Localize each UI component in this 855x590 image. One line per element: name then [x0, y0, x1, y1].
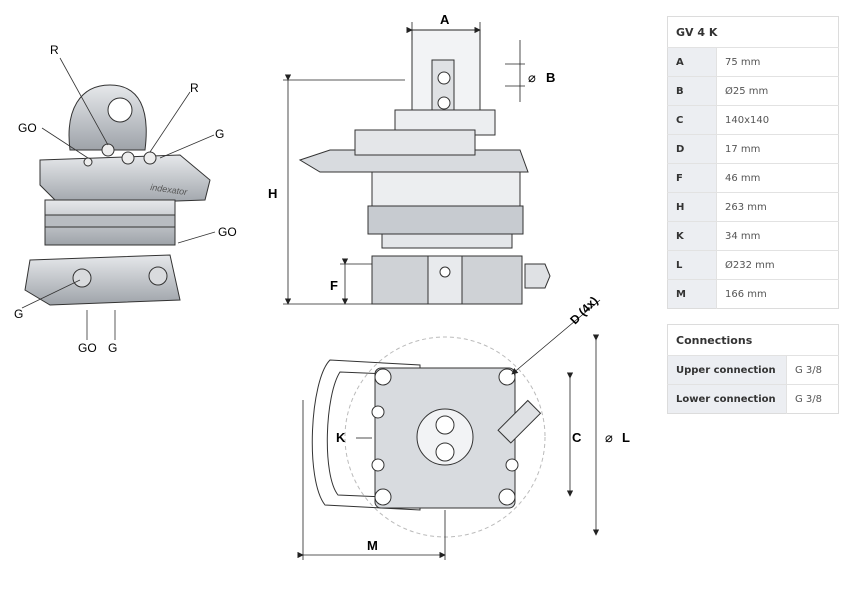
spec-key: L [667, 250, 717, 280]
technical-drawing: R R GO G GO G GO G indexator A ⌀ [14, 12, 630, 560]
label-go-bottom: GO [78, 341, 97, 355]
dim-c-label: C [572, 430, 582, 445]
spec-key: D [667, 134, 717, 164]
connections-title: Connections [667, 324, 839, 356]
connection-value: G 3/8 [786, 384, 839, 414]
dim-b-label: B [546, 70, 555, 85]
dim-a-label: A [440, 12, 450, 27]
dim-f-label: F [330, 278, 338, 293]
connection-key: Lower connection [667, 384, 787, 414]
label-r-right: R [190, 81, 199, 95]
spec-title: GV 4 K [667, 16, 839, 48]
spec-value: 17 mm [716, 134, 839, 164]
spec-key: M [667, 279, 717, 309]
side-view [298, 29, 551, 305]
label-g-top-right: G [215, 127, 224, 141]
isometric-view [24, 84, 211, 306]
isometric-leaders [21, 57, 216, 340]
spec-value: Ø232 mm [716, 250, 839, 280]
bottom-view [311, 336, 546, 538]
spec-value: 263 mm [716, 192, 839, 222]
connection-value: G 3/8 [786, 355, 839, 385]
label-go-right: GO [218, 225, 237, 239]
spec-value: 46 mm [716, 163, 839, 193]
spec-key: C [667, 105, 717, 135]
spec-key: B [667, 76, 717, 106]
spec-value: 34 mm [716, 221, 839, 251]
dim-l-label: L [622, 430, 630, 445]
dim-k-label: K [336, 430, 346, 445]
bottom-dimensions [297, 299, 601, 560]
label-g-left: G [14, 307, 23, 321]
label-go-top-left: GO [18, 121, 37, 135]
dim-m-label: M [367, 538, 378, 553]
spec-value: 166 mm [716, 279, 839, 309]
label-r-left: R [50, 43, 59, 57]
connection-key: Upper connection [667, 355, 787, 385]
dim-b-symbol: ⌀ [528, 70, 536, 85]
spec-key: H [667, 192, 717, 222]
spec-value: 140x140 [716, 105, 839, 135]
label-g-bottom: G [108, 341, 117, 355]
spec-value: 75 mm [716, 47, 839, 77]
dim-d-label: D (4x) [567, 294, 600, 327]
spec-key: K [667, 221, 717, 251]
spec-key: A [667, 47, 717, 77]
spec-value: Ø25 mm [716, 76, 839, 106]
dim-h-label: H [268, 186, 277, 201]
side-dimensions [283, 22, 525, 305]
dim-l-symbol: ⌀ [605, 430, 613, 445]
spec-key: F [667, 163, 717, 193]
